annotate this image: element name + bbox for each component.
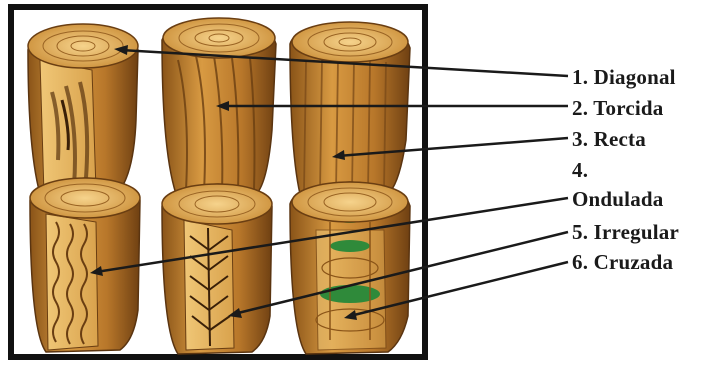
label-torcida: 2. Torcida (572, 98, 663, 119)
log-ondulada (30, 178, 140, 352)
label-recta: 3. Recta (572, 129, 646, 150)
label-irregular: 5. Irregular (572, 222, 679, 243)
log-irregular (162, 184, 272, 354)
label-diagonal: 1. Diagonal (572, 67, 676, 88)
label-ondulada-number: 4. (572, 160, 588, 181)
log-cruzada (290, 182, 410, 354)
log-recta (290, 22, 410, 194)
label-ondulada-name: Ondulada (572, 189, 664, 210)
label-cruzada: 6. Cruzada (572, 252, 673, 273)
